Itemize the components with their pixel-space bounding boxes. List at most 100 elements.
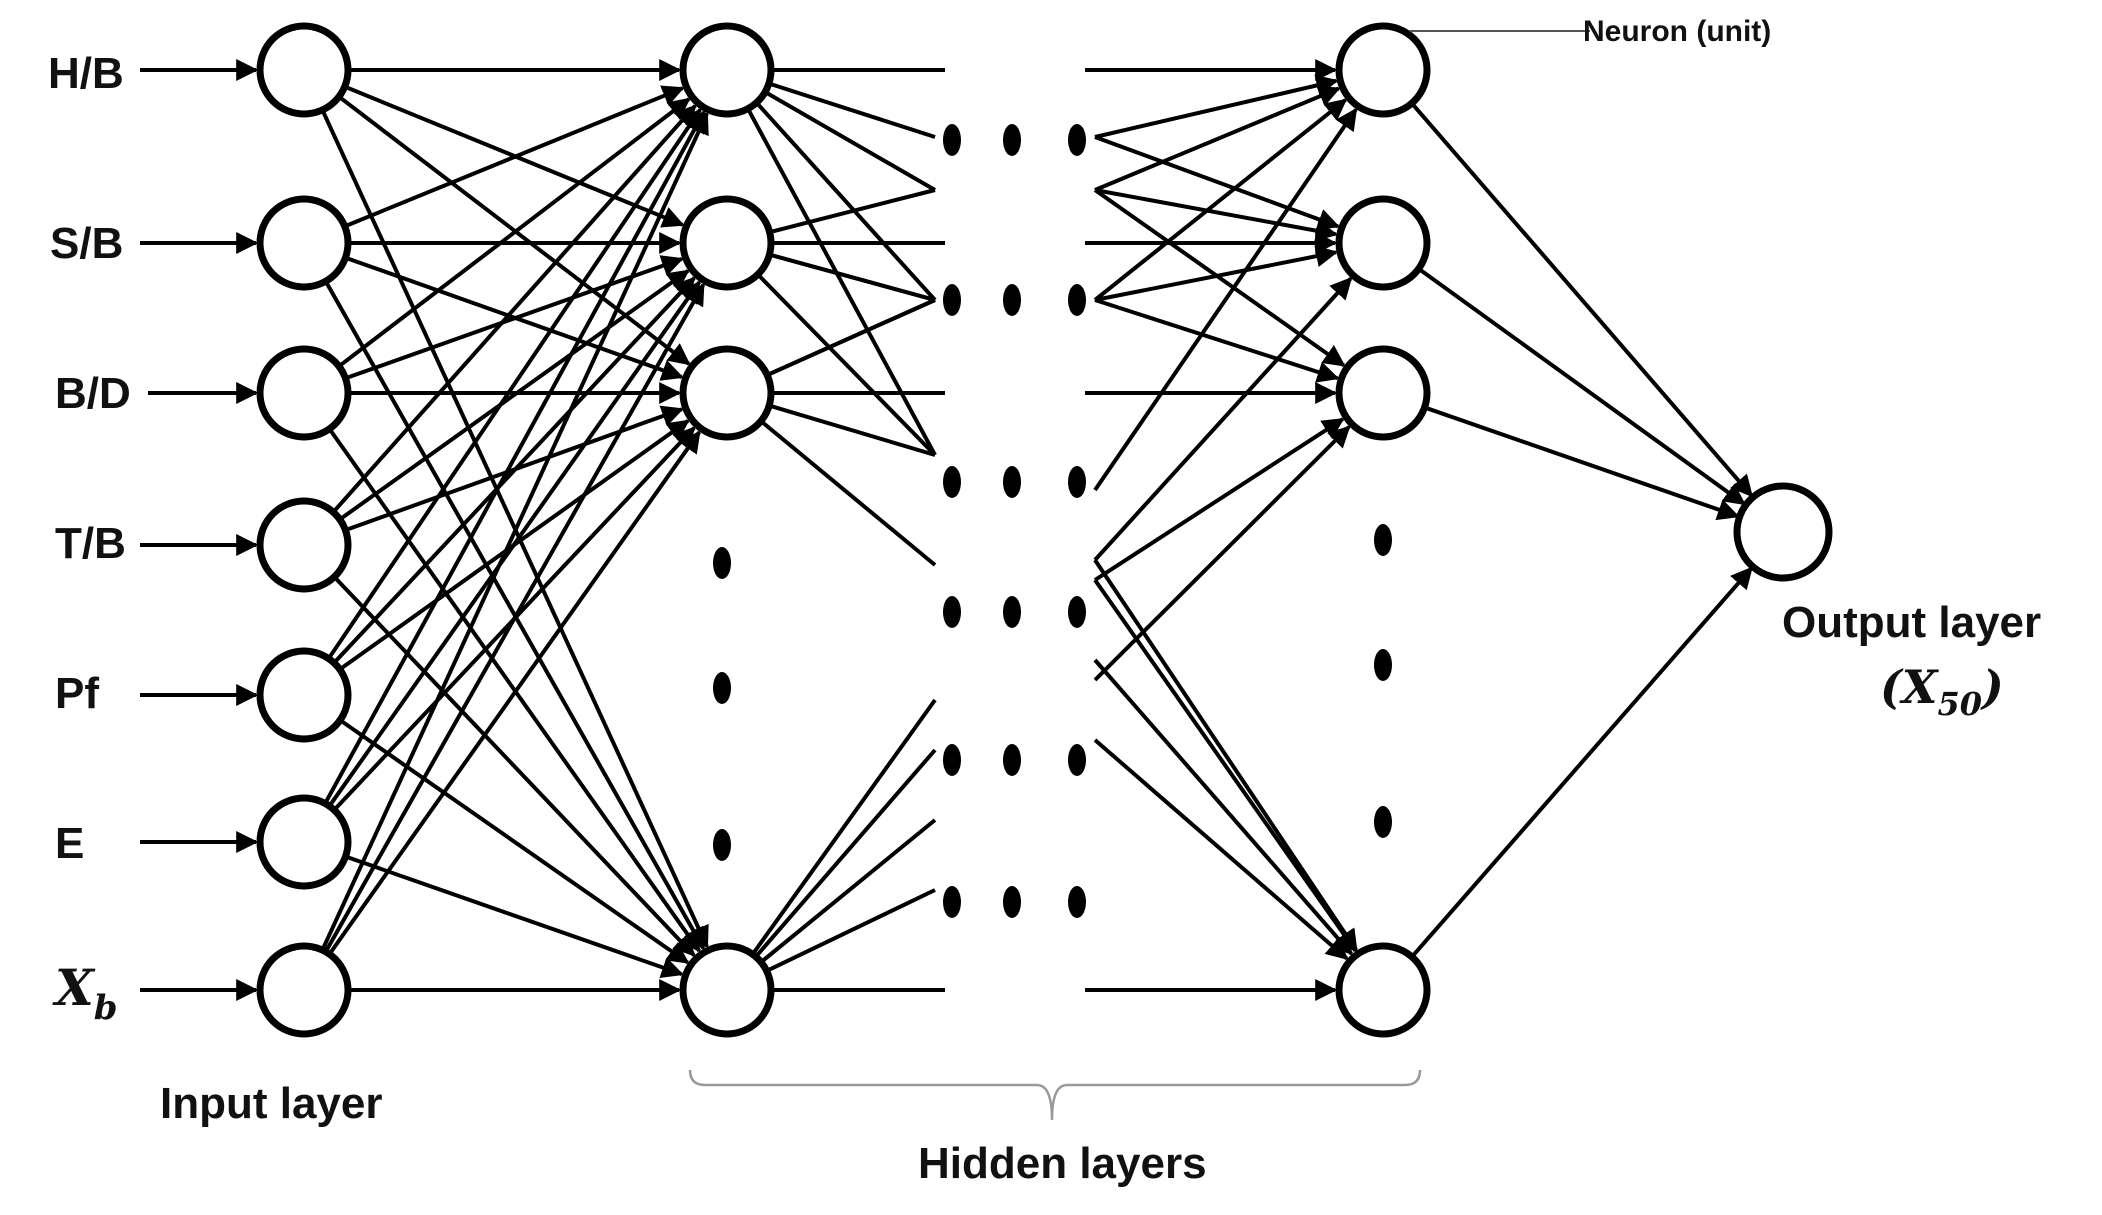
hidden-fanin-edge bbox=[1093, 107, 1358, 492]
hidden-fanout-edge bbox=[751, 698, 937, 956]
hidden-to-output-edge bbox=[1423, 405, 1740, 521]
input-label-sb: S/B bbox=[50, 219, 123, 268]
hidden-fanout-edge bbox=[768, 403, 936, 457]
hidden-fanin-edge bbox=[1094, 74, 1339, 139]
horizontal-ellipsis-dot bbox=[1068, 744, 1086, 776]
hidden-layers-brace bbox=[688, 1069, 1422, 1121]
hidden-fanin-edge bbox=[1094, 298, 1340, 383]
input-to-hidden-edge bbox=[327, 430, 701, 956]
horizontal-ellipsis-dot bbox=[943, 466, 961, 498]
input-neuron bbox=[256, 942, 352, 1038]
horizontal-ellipsis-dot bbox=[1003, 124, 1021, 156]
input-label-pf: Pf bbox=[55, 669, 99, 718]
input-to-hidden-edge bbox=[337, 97, 691, 368]
hidden-neuron bbox=[679, 942, 775, 1038]
hidden-neuron bbox=[1335, 195, 1431, 291]
input-to-hidden-edge bbox=[338, 718, 690, 965]
vertical-ellipsis-dot bbox=[713, 672, 731, 704]
horizontal-ellipsis-dot bbox=[1003, 744, 1021, 776]
input-to-hidden-edge bbox=[343, 85, 685, 229]
hidden-layers-label: Hidden layers bbox=[918, 1139, 1207, 1188]
input-neuron bbox=[256, 345, 352, 441]
vertical-ellipsis-dot bbox=[713, 547, 731, 579]
hidden-fanout-edge bbox=[755, 101, 937, 302]
horizontal-ellipsis-dot bbox=[943, 124, 961, 156]
input-label-e: E bbox=[55, 819, 84, 868]
input-to-hidden-edge bbox=[332, 575, 696, 957]
horizontal-ellipsis-dot bbox=[1068, 284, 1086, 316]
hidden-fanout-edge bbox=[768, 252, 936, 302]
hidden-fanin-edge bbox=[1093, 188, 1346, 367]
input-label-tb: T/B bbox=[55, 519, 126, 568]
input-neuron bbox=[256, 497, 352, 593]
hidden-neuron bbox=[679, 345, 775, 441]
hidden-fanin-edge bbox=[1094, 85, 1341, 192]
hidden-fanout-edge bbox=[764, 90, 936, 192]
hidden-fanout-edge bbox=[756, 273, 937, 457]
horizontal-ellipsis-dot bbox=[1068, 886, 1086, 918]
vertical-ellipsis-dot bbox=[1374, 806, 1392, 838]
output-layer-label: Output layer bbox=[1782, 598, 2041, 647]
hidden-fanin-edge bbox=[1093, 98, 1348, 302]
hidden-fanout-edge bbox=[759, 419, 937, 567]
horizontal-ellipsis-dot bbox=[1003, 466, 1021, 498]
input-label-hb: H/B bbox=[48, 49, 124, 98]
hidden-neuron bbox=[1335, 345, 1431, 441]
hidden-fanin-edge bbox=[1093, 738, 1349, 961]
input-to-hidden-edge bbox=[327, 280, 701, 808]
horizontal-ellipsis-dot bbox=[1003, 596, 1021, 628]
hidden-fanin-edge bbox=[1093, 417, 1345, 582]
hidden-fanout-edge bbox=[766, 298, 936, 377]
hidden-fanin-edge bbox=[1094, 135, 1341, 230]
hidden-fanout-edge bbox=[768, 81, 936, 139]
horizontal-ellipsis-dot bbox=[1068, 596, 1086, 628]
input-neuron bbox=[256, 195, 352, 291]
input-to-hidden-edge bbox=[332, 276, 696, 665]
input-layer-label: Input layer bbox=[160, 1079, 383, 1128]
neuron-nodes bbox=[256, 22, 1833, 1038]
vertical-ellipsis-dot bbox=[1374, 649, 1392, 681]
hidden-neuron bbox=[679, 195, 775, 291]
output-neuron bbox=[1733, 482, 1833, 582]
hidden-fanout-edge bbox=[746, 107, 937, 456]
hidden-neuron bbox=[679, 22, 775, 118]
input-to-hidden-edge bbox=[344, 255, 684, 381]
hidden-fanout-edge bbox=[765, 888, 936, 973]
input-neuron bbox=[256, 22, 352, 118]
hidden-fanout-edge bbox=[759, 818, 937, 964]
hidden-to-output-edge bbox=[1417, 267, 1746, 506]
vertical-ellipsis-dot bbox=[713, 829, 731, 861]
hidden-to-output-edge bbox=[1410, 566, 1753, 959]
hidden-fanout-edge bbox=[754, 748, 937, 959]
horizontal-ellipsis-dot bbox=[943, 886, 961, 918]
hidden-fanin-edge bbox=[1093, 578, 1358, 953]
hidden-fanin-edge bbox=[1094, 188, 1338, 242]
horizontal-ellipsis-dot bbox=[943, 744, 961, 776]
hidden-fanin-edge bbox=[1093, 558, 1358, 952]
input-to-hidden-edge bbox=[320, 111, 709, 951]
horizontal-ellipsis-dot bbox=[1003, 284, 1021, 316]
connection-lines bbox=[140, 59, 1754, 1001]
output-variable-label: (X50) bbox=[1880, 660, 2004, 723]
hidden-neuron bbox=[1335, 22, 1431, 118]
input-neuron bbox=[256, 794, 352, 890]
hidden-fanin-edge bbox=[1093, 276, 1353, 562]
horizontal-ellipsis-dot bbox=[1068, 466, 1086, 498]
hidden-fanout-edge bbox=[769, 188, 936, 235]
ellipsis-dots bbox=[713, 124, 1392, 918]
input-neuron bbox=[256, 647, 352, 743]
input-label-xb: Xb bbox=[52, 958, 118, 1028]
input-to-hidden-edge bbox=[338, 269, 690, 522]
vertical-ellipsis-dot bbox=[1374, 524, 1392, 556]
input-labels: H/B S/B B/D T/B Pf E Xb bbox=[48, 49, 131, 1028]
hidden-to-output-edge bbox=[1410, 101, 1754, 498]
input-to-hidden-edge bbox=[344, 854, 684, 978]
input-to-hidden-edge bbox=[327, 107, 702, 660]
horizontal-ellipsis-dot bbox=[943, 596, 961, 628]
horizontal-ellipsis-dot bbox=[1003, 886, 1021, 918]
horizontal-ellipsis-dot bbox=[943, 284, 961, 316]
horizontal-ellipsis-dot bbox=[1068, 124, 1086, 156]
input-to-hidden-edge bbox=[323, 110, 706, 805]
input-label-bd: B/D bbox=[55, 369, 131, 418]
